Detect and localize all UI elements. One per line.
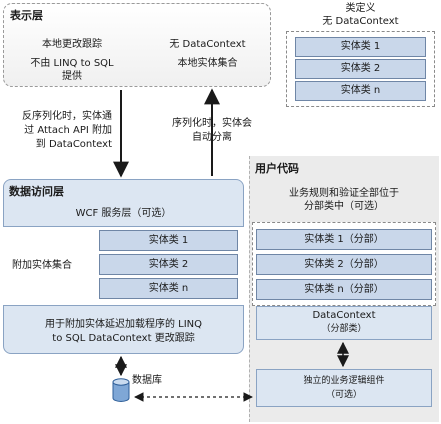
business-logic-box: 独立的业务逻辑组件 （可选） xyxy=(256,369,432,407)
entity-def-1: 实体类 1 xyxy=(295,37,426,57)
attached-entity-n: 实体类 n xyxy=(99,278,238,299)
entity-definitions-container: 实体类 1 实体类 2 实体类 n xyxy=(286,31,435,107)
database-label: 数据库 xyxy=(132,375,162,386)
business-logic-label: 独立的业务逻辑组件 xyxy=(303,376,385,386)
wcf-service-layer: WCF 服务层（可选） xyxy=(75,208,172,219)
datacontext-partial-box: DataContext （分部类） xyxy=(256,306,432,340)
presentation-layer-title: 表示层 xyxy=(10,9,43,22)
attached-entity-2: 实体类 2 xyxy=(99,254,238,275)
deferred-loading-text-1: 用于附加实体延迟加载程序的 LINQ xyxy=(44,319,203,330)
business-logic-optional: （可选） xyxy=(325,390,362,400)
not-provided-text-1: 不由 LINQ to SQL xyxy=(30,58,114,69)
deferred-loading-text-2: to SQL DataContext 更改跟踪 xyxy=(52,333,195,344)
not-provided-text-2: 提供 xyxy=(62,71,82,82)
datacontext-partial-label: （分部类） xyxy=(321,324,367,334)
database-icon xyxy=(112,378,130,402)
user-code-title: 用户代码 xyxy=(255,162,299,175)
local-change-tracking-text: 本地更改跟踪 xyxy=(42,39,102,50)
entity-def-n: 实体类 n xyxy=(295,81,426,101)
deserialize-label-3: 到 DataContext xyxy=(35,139,112,150)
business-rules-note-2: 分部类中（可选） xyxy=(304,201,384,212)
local-entity-collection-text: 本地实体集合 xyxy=(177,58,238,69)
entity-def-2: 实体类 2 xyxy=(295,59,426,79)
partial-entity-1: 实体类 1（分部） xyxy=(256,229,432,250)
class-definition-label: 类定义 xyxy=(345,3,376,14)
business-rules-note-1: 业务规则和验证全部位于 xyxy=(289,188,399,199)
partial-entity-2: 实体类 2（分部） xyxy=(256,254,432,275)
datacontext-label: DataContext xyxy=(312,310,376,321)
attached-entity-1: 实体类 1 xyxy=(99,230,238,251)
deserialize-label-2: 过 Attach API 附加 xyxy=(24,125,112,136)
partial-entity-n: 实体类 n（分部） xyxy=(256,279,432,300)
data-access-layer-title: 数据访问层 xyxy=(9,185,64,198)
no-datacontext-text: 无 DataContext xyxy=(169,39,246,50)
presentation-layer xyxy=(3,3,271,87)
attached-entities-label: 附加实体集合 xyxy=(12,260,72,271)
class-definition-no-datacontext: 无 DataContext xyxy=(322,16,399,27)
deserialize-label-1: 反序列化时，实体通 xyxy=(22,111,112,122)
